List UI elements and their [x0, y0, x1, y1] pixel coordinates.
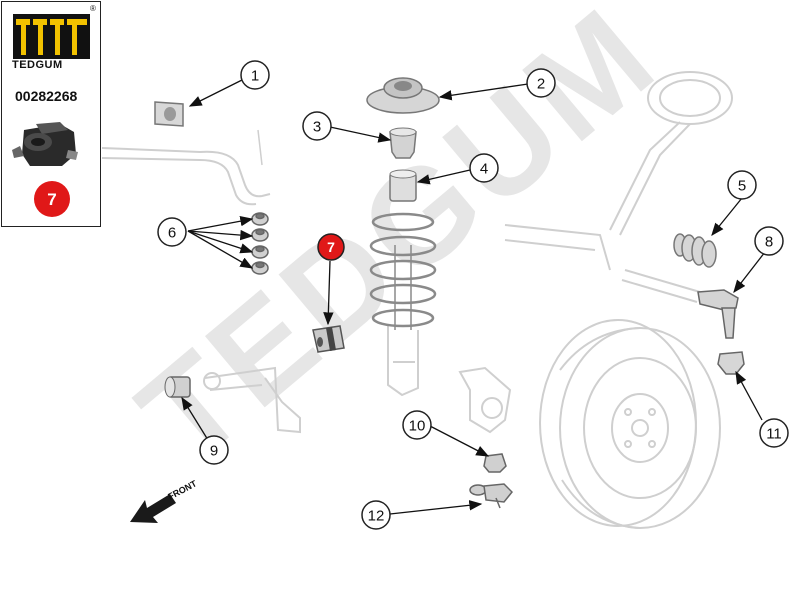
coil-spring — [369, 212, 437, 330]
callout-10: 10 — [402, 410, 432, 440]
callout-8: 8 — [754, 226, 784, 256]
svg-text:1: 1 — [251, 68, 259, 85]
svg-text:6: 6 — [168, 225, 176, 242]
part-6-stabilizer-link-bushings — [251, 212, 269, 275]
part-5-steering-rack-boot — [673, 233, 717, 268]
svg-text:5: 5 — [738, 178, 746, 195]
part-10-ball-joint-boot — [483, 453, 507, 473]
callout-9: 9 — [199, 435, 229, 465]
part-1-stabilizer-bushing — [154, 101, 184, 127]
watermark: TEDGUM — [112, 0, 685, 492]
part-number: 00282268 — [15, 88, 78, 104]
callout-1: 1 — [240, 60, 270, 90]
callout-6: 6 — [157, 217, 187, 247]
part-thumbnail — [12, 122, 78, 166]
leader-arrows — [181, 79, 766, 515]
part-8-tie-rod-end — [697, 289, 739, 339]
tedgum-logo — [13, 14, 90, 59]
callout-5: 5 — [727, 170, 757, 200]
part-7-control-arm-bushing — [312, 325, 345, 353]
part-4-strut-bushing — [389, 169, 417, 202]
brand-name: TEDGUM — [12, 59, 63, 71]
part-12-ball-joint — [469, 483, 514, 509]
part-3-bump-stop — [389, 127, 417, 159]
front-direction-arrow: FRONT — [130, 478, 199, 523]
part-9-control-arm-bushing — [164, 376, 191, 398]
part-info-panel: ® TEDGUM 00282268 7 — [1, 1, 101, 227]
svg-text:8: 8 — [765, 234, 773, 251]
callout-12: 12 — [361, 500, 391, 530]
svg-text:12: 12 — [368, 508, 385, 525]
callout-7: 7 — [317, 233, 345, 261]
callout-11: 11 — [759, 418, 789, 448]
svg-text:3: 3 — [313, 119, 321, 136]
svg-text:7: 7 — [327, 239, 335, 255]
svg-text:7: 7 — [47, 190, 56, 209]
svg-text:2: 2 — [537, 76, 545, 93]
registered-mark: ® — [90, 4, 96, 13]
svg-text:9: 9 — [210, 443, 218, 460]
svg-text:10: 10 — [409, 418, 426, 435]
callout-3: 3 — [302, 111, 332, 141]
front-label: FRONT — [166, 478, 199, 502]
svg-text:11: 11 — [766, 426, 782, 443]
part-11-tie-rod-boot — [717, 351, 745, 375]
part-callout-badge: 7 — [34, 181, 70, 217]
part-2-strut-top-mount — [366, 77, 440, 114]
svg-text:4: 4 — [480, 161, 488, 178]
callout-2: 2 — [526, 68, 556, 98]
background-suspension-drawing — [101, 71, 733, 529]
callouts: 1 2 3 4 5 6 7 8 9 10 11 12 — [157, 60, 789, 530]
callout-4: 4 — [469, 153, 499, 183]
